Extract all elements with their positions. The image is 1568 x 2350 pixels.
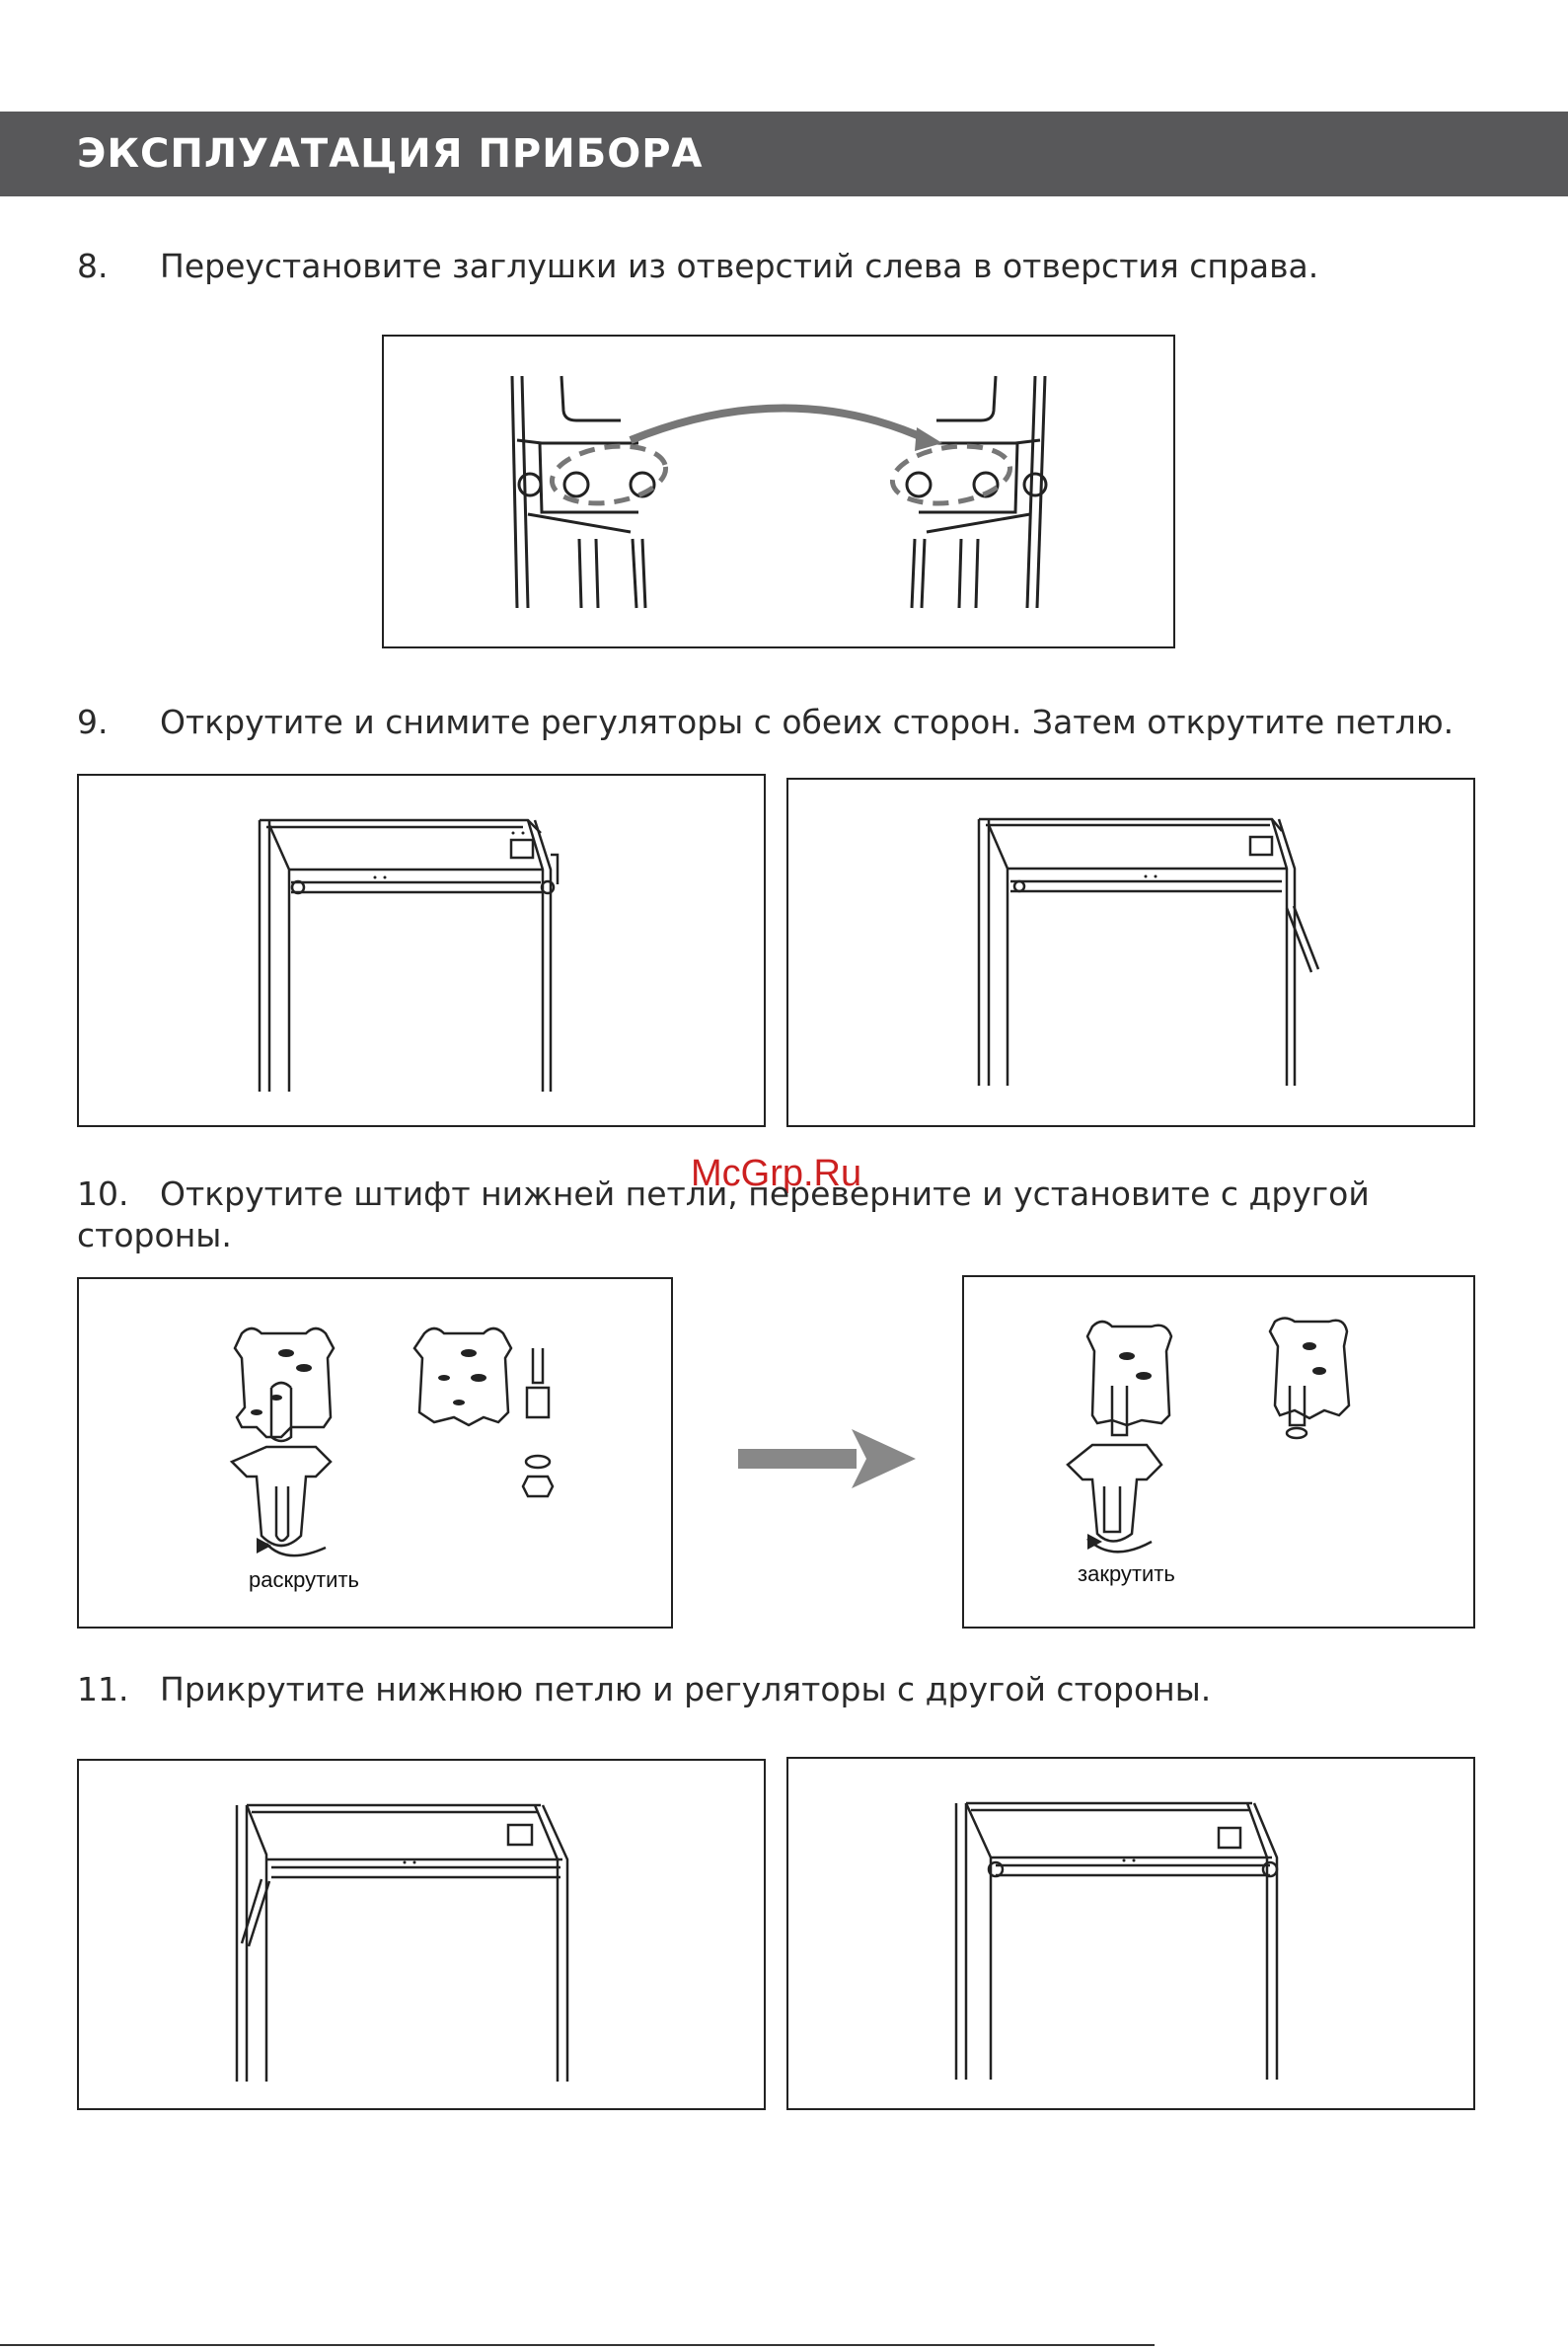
figure-install-right: [786, 1757, 1475, 2110]
arrow-icon: [738, 1429, 916, 1488]
hinge-diagram: [1066, 1317, 1351, 1554]
figure-remove-left: [77, 774, 766, 1127]
plugs-diagram: [510, 375, 1048, 609]
figure-remove-right: [786, 778, 1475, 1127]
cabinet-diagram: [977, 817, 1320, 1086]
cabinet-diagram: [258, 818, 560, 1092]
section-header: ЭКСПЛУАТАЦИЯ ПРИБОРА: [0, 112, 1568, 196]
step-number: 11.: [77, 1670, 129, 1708]
step-text: стороны.: [77, 1216, 232, 1254]
step-text: Прикрутите нижнюю петлю и регуляторы с д…: [160, 1670, 1212, 1708]
step-number: 9.: [77, 703, 109, 741]
step-10: 10. Открутите штифт нижней петли, перевер…: [77, 1173, 1370, 1216]
step-number: 10.: [77, 1175, 129, 1213]
step-8: 8. Переустановите заглушки из отверстий с…: [77, 245, 1318, 288]
figure-install-left: [77, 1759, 766, 2110]
section-title: ЭКСПЛУАТАЦИЯ ПРИБОРА: [77, 131, 704, 177]
hinge-diagram: [229, 1327, 555, 1557]
step-11: 11. Прикрутите нижнюю петлю и регуляторы …: [77, 1668, 1211, 1711]
screw-caption: закрутить: [1078, 1561, 1175, 1586]
cabinet-diagram: [954, 1801, 1279, 2080]
unscrew-caption: раскрутить: [249, 1567, 359, 1592]
step-text: Переустановите заглушки из отверстий сле…: [160, 247, 1319, 285]
figure-unscrew-pin: раскрутить: [77, 1277, 673, 1629]
watermark: McGrp.Ru: [691, 1153, 862, 1194]
step-text: Открутите штифт нижней петли, перевернит…: [160, 1175, 1370, 1213]
step-text: Открутите и снимите регуляторы с обеих с…: [160, 703, 1455, 741]
cabinet-diagram: [235, 1803, 569, 2082]
step-10-continuation: стороны.: [77, 1214, 232, 1257]
step-9: 9. Открутите и снимите регуляторы с обеих…: [77, 701, 1454, 744]
figure-plugs: [382, 335, 1175, 648]
figure-screw-pin: закрутить: [962, 1275, 1475, 1629]
footer-rule: [0, 2344, 1155, 2346]
step-number: 8.: [77, 247, 109, 285]
